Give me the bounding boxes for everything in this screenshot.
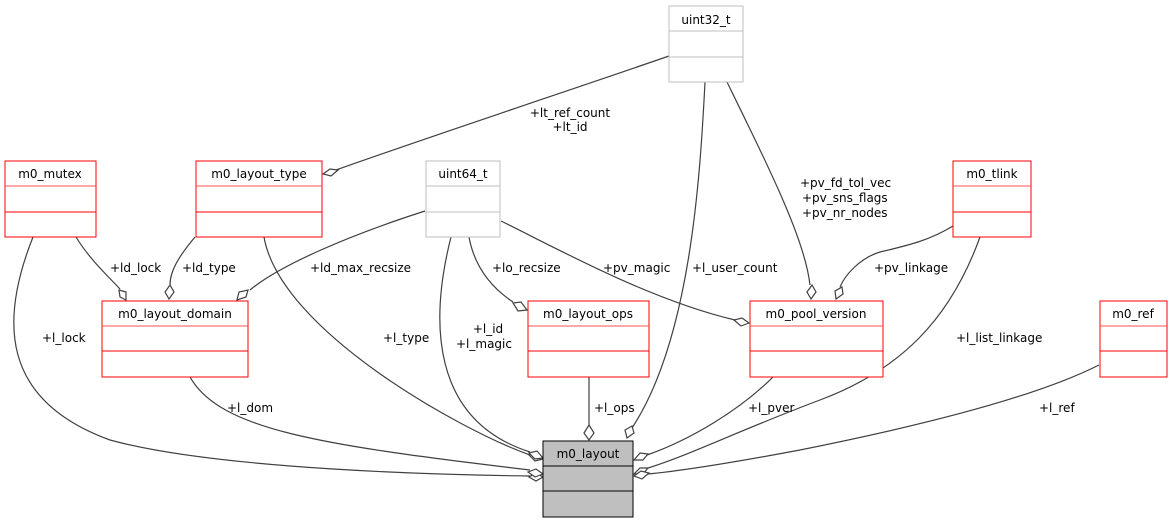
edge-tlink-to-pool-version: [839, 225, 954, 288]
edge-ref-to-layout: [647, 364, 1100, 475]
edge-label-pv-magic: +pv_magic: [603, 261, 670, 275]
aggregation-diamond: [834, 286, 844, 301]
node-title: uint64_t: [438, 167, 488, 181]
edge-label-l-id: +l_id: [473, 322, 503, 336]
node-title: m0_layout_ops: [543, 307, 633, 321]
aggregation-diamond: [527, 450, 545, 460]
node-m0-ref[interactable]: m0_ref: [1099, 300, 1168, 378]
edge-label-l-lock: +l_lock: [42, 331, 86, 345]
edge-label-l-magic: +l_magic: [456, 337, 512, 351]
edge-layout-type-to-layout-domain: [169, 236, 196, 286]
node-m0-tlink[interactable]: m0_tlink: [952, 160, 1032, 238]
edges: [13, 55, 1100, 482]
edge-label-lo-recsize: +lo_recsize: [492, 261, 561, 275]
aggregation-diamond: [632, 452, 650, 461]
edge-layout-domain-to-layout: [189, 376, 531, 471]
edge-label-l-type: +l_type: [383, 331, 429, 345]
node-title: m0_layout: [557, 447, 620, 461]
edge-tlink-to-layout: [647, 236, 981, 469]
aggregation-diamond: [236, 289, 249, 301]
node-title: m0_mutex: [18, 167, 82, 181]
node-m0-layout-ops[interactable]: m0_layout_ops: [527, 300, 650, 378]
node-title: m0_layout_type: [211, 167, 307, 181]
node-title: m0_ref: [1112, 307, 1154, 321]
aggregation-diamond: [732, 317, 751, 327]
node-title: m0_layout_domain: [118, 307, 232, 321]
aggregation-diamond: [632, 470, 651, 480]
edge-uint64-to-pool-version: [500, 220, 736, 321]
edge-label-l-pver: +l_pver: [748, 401, 794, 415]
aggregation-diamond: [164, 283, 175, 301]
edge-pool-version-to-layout: [646, 376, 774, 456]
node-uint32-t[interactable]: uint32_t: [668, 5, 744, 83]
edge-uint64-to-layout-domain: [249, 210, 426, 291]
node-m0-mutex[interactable]: m0_mutex: [4, 160, 97, 238]
edge-mutex-to-layout-domain: [75, 236, 121, 290]
aggregation-diamond: [118, 289, 127, 301]
node-m0-layout-type[interactable]: m0_layout_type: [195, 160, 323, 238]
node-title: m0_tlink: [966, 167, 1017, 181]
edge-uint32-to-layout: [631, 81, 706, 429]
edge-label-ld-lock: +ld_lock: [110, 261, 161, 275]
edge-uint32-to-pool-version: [726, 81, 811, 286]
edge-label-l-dom: +l_dom: [227, 401, 273, 415]
aggregation-diamond: [526, 468, 545, 478]
edge-label-l-user-count: +l_user_count: [692, 261, 778, 275]
edge-label-ld-type: +ld_type: [182, 261, 236, 275]
edge-label-pv-sns-flags: +pv_sns_flags: [802, 191, 888, 205]
node-m0-layout[interactable]: m0_layout: [542, 440, 634, 518]
edge-uint32-to-layout-type: [335, 55, 670, 171]
aggregation-diamond: [511, 301, 529, 312]
edge-label-pv-nr-nodes: +pv_nr_nodes: [802, 206, 888, 220]
node-m0-layout-domain[interactable]: m0_layout_domain: [101, 300, 249, 378]
edge-label-lt-id: +lt_id: [552, 120, 587, 134]
edge-layout-type-to-layout: [263, 236, 531, 456]
edge-labels: +lt_ref_count +lt_id +l_user_count +pv_f…: [42, 106, 1075, 415]
edge-uint64-to-layout: [439, 236, 531, 453]
node-uint64-t[interactable]: uint64_t: [425, 160, 501, 238]
edge-label-l-ops: +l_ops: [594, 401, 635, 415]
edge-mutex-to-layout: [13, 236, 531, 477]
edge-label-lt-ref-count: +lt_ref_count: [530, 106, 611, 120]
edge-label-pv-fd-tol-vec: +pv_fd_tol_vec: [800, 176, 891, 190]
edge-label-l-list-linkage: +l_list_linkage: [956, 331, 1042, 345]
edge-label-pv-linkage: +pv_linkage: [874, 261, 948, 275]
node-m0-pool-version[interactable]: m0_pool_version: [749, 300, 884, 378]
aggregation-diamond: [624, 425, 635, 440]
edge-uint64-to-layout-ops: [468, 236, 514, 303]
edge-label-ld-max-recsize: +ld_max_recsize: [310, 261, 411, 275]
node-title: m0_pool_version: [766, 307, 867, 321]
edge-label-l-ref: +l_ref: [1039, 401, 1075, 415]
node-title: uint32_t: [681, 13, 731, 27]
aggregation-diamond: [583, 423, 595, 442]
aggregation-diamond: [806, 283, 817, 301]
aggregation-diamond: [321, 168, 340, 177]
